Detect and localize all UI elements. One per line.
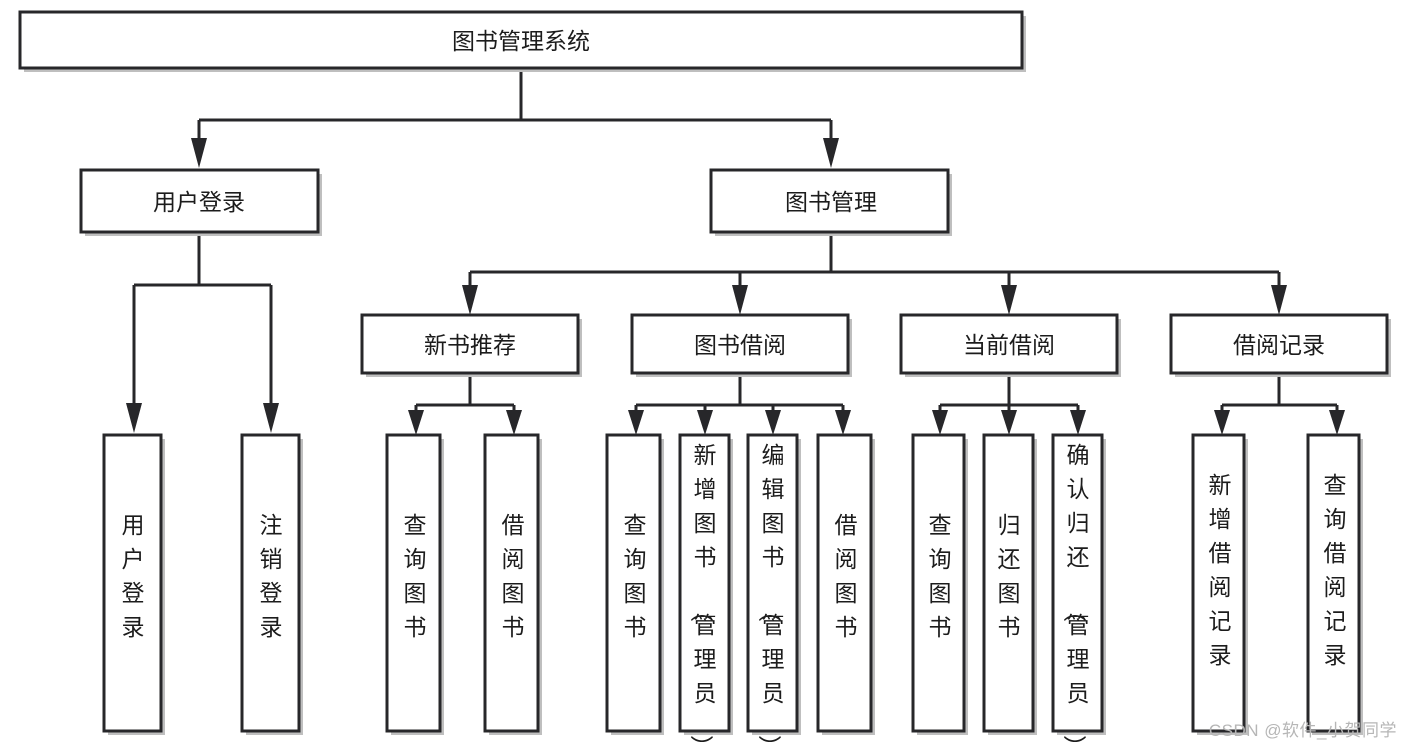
node-leaf-query-book-3[interactable]: 查询图书 [911, 433, 968, 735]
arrowhead-leaf-confirm-return [1070, 410, 1086, 435]
node-borrow-record-box [1169, 313, 1389, 375]
node-leaf-query-record[interactable]: 查询借阅记录 [1306, 433, 1363, 735]
arrowhead-leaf-query-book-3 [932, 410, 948, 435]
arrowhead-current-borrow [1001, 285, 1017, 315]
connectors-layer [126, 68, 1345, 435]
node-borrow-record[interactable]: 借阅记录 [1169, 313, 1391, 377]
node-leaf-query-book-2-box [605, 433, 662, 733]
node-leaf-borrow-book-1-box [483, 433, 540, 733]
arrowhead-leaf-edit-book [765, 410, 781, 435]
node-leaf-query-book-1[interactable]: 查询图书 [385, 433, 444, 735]
arrowhead-book-manage [823, 138, 839, 168]
arrowhead-book-borrow [732, 285, 748, 315]
node-leaf-confirm-return-box [1051, 433, 1104, 733]
node-leaf-query-book-1-box [385, 433, 442, 733]
node-book-manage-label: 图书管理 [785, 189, 877, 215]
node-leaf-query-record-label: 查询借阅记录 [1324, 472, 1347, 668]
arrowhead-new-book-rec [462, 285, 478, 315]
arrowhead-leaf-add-book [697, 410, 713, 435]
arrowhead-leaf-borrow-book-1 [506, 410, 522, 435]
node-new-book-rec[interactable]: 新书推荐 [360, 313, 582, 377]
node-root-label: 图书管理系统 [452, 28, 590, 54]
node-book-borrow-box [630, 313, 850, 375]
arrowhead-leaf-logout [263, 403, 279, 433]
arrowhead-leaf-query-book-2 [628, 410, 644, 435]
node-leaf-borrow-book-1-label: 借阅图书 [502, 512, 525, 640]
node-leaf-edit-book[interactable]: 编辑图书（管理员） [746, 433, 801, 747]
node-leaf-edit-book-label: 编辑图书（管理员） [757, 442, 785, 747]
node-leaf-query-book-2-label: 查询图书 [624, 512, 647, 640]
node-user-login-label: 用户登录 [153, 189, 245, 215]
arrowhead-leaf-borrow-book-2 [835, 410, 851, 435]
node-leaf-confirm-return[interactable]: 确认归还（管理员） [1051, 433, 1106, 747]
node-book-manage[interactable]: 图书管理 [709, 168, 952, 236]
node-leaf-borrow-book-2-label: 借阅图书 [835, 512, 858, 640]
arrowhead-borrow-record [1271, 285, 1287, 315]
node-leaf-borrow-book-1[interactable]: 借阅图书 [483, 433, 542, 735]
node-leaf-borrow-book-2[interactable]: 借阅图书 [816, 433, 875, 735]
node-leaf-user-login-label: 用户登录 [122, 512, 145, 640]
arrowhead-leaf-return-book [1001, 410, 1017, 435]
node-borrow-record-label: 借阅记录 [1233, 332, 1325, 358]
node-leaf-return-book-box [982, 433, 1035, 733]
node-leaf-add-book-label: 新增图书（管理员） [689, 442, 717, 747]
node-leaf-logout[interactable]: 注销登录 [240, 433, 303, 735]
node-current-borrow-box [899, 313, 1119, 375]
arrowhead-leaf-user-login [126, 403, 142, 433]
arrowhead-user-login [191, 138, 207, 168]
node-leaf-add-record-box [1191, 433, 1246, 733]
node-current-borrow-label: 当前借阅 [963, 332, 1055, 358]
node-leaf-edit-book-box [746, 433, 799, 733]
node-new-book-rec-box [360, 313, 580, 375]
node-book-borrow-label: 图书借阅 [694, 332, 786, 358]
node-leaf-logout-label: 注销登录 [260, 512, 283, 640]
csdn-watermark: CSDN @软件_小贺同学 [1208, 721, 1397, 740]
node-leaf-return-book-label: 归还图书 [998, 512, 1021, 640]
node-leaf-return-book[interactable]: 归还图书 [982, 433, 1037, 735]
node-leaf-add-book[interactable]: 新增图书（管理员） [678, 433, 733, 747]
node-new-book-rec-label: 新书推荐 [424, 332, 516, 358]
arrowhead-leaf-add-record [1214, 410, 1230, 435]
node-current-borrow[interactable]: 当前借阅 [899, 313, 1121, 377]
node-book-borrow[interactable]: 图书借阅 [630, 313, 852, 377]
node-leaf-user-login[interactable]: 用户登录 [102, 433, 165, 735]
node-leaf-add-book-box [678, 433, 731, 733]
node-leaf-query-book-3-box [911, 433, 966, 733]
node-leaf-query-record-box [1306, 433, 1361, 733]
node-leaf-confirm-return-label: 确认归还（管理员） [1062, 442, 1090, 747]
node-leaf-add-record-label: 新增借阅记录 [1209, 472, 1232, 668]
node-root[interactable]: 图书管理系统 [18, 10, 1026, 72]
node-user-login[interactable]: 用户登录 [79, 168, 322, 236]
node-book-manage-box [709, 168, 950, 234]
node-root-box [18, 10, 1024, 70]
node-user-login-box [79, 168, 320, 234]
node-leaf-borrow-book-2-box [816, 433, 873, 733]
arrowhead-leaf-query-book-1 [408, 410, 424, 435]
node-leaf-logout-box [240, 433, 301, 733]
node-leaf-query-book-3-label: 查询图书 [929, 512, 952, 640]
node-leaf-add-record[interactable]: 新增借阅记录 [1191, 433, 1248, 735]
node-leaf-query-book-2[interactable]: 查询图书 [605, 433, 664, 735]
node-leaf-user-login-box [102, 433, 163, 733]
node-leaf-query-book-1-label: 查询图书 [404, 512, 427, 640]
arrowhead-leaf-query-record [1329, 410, 1345, 435]
